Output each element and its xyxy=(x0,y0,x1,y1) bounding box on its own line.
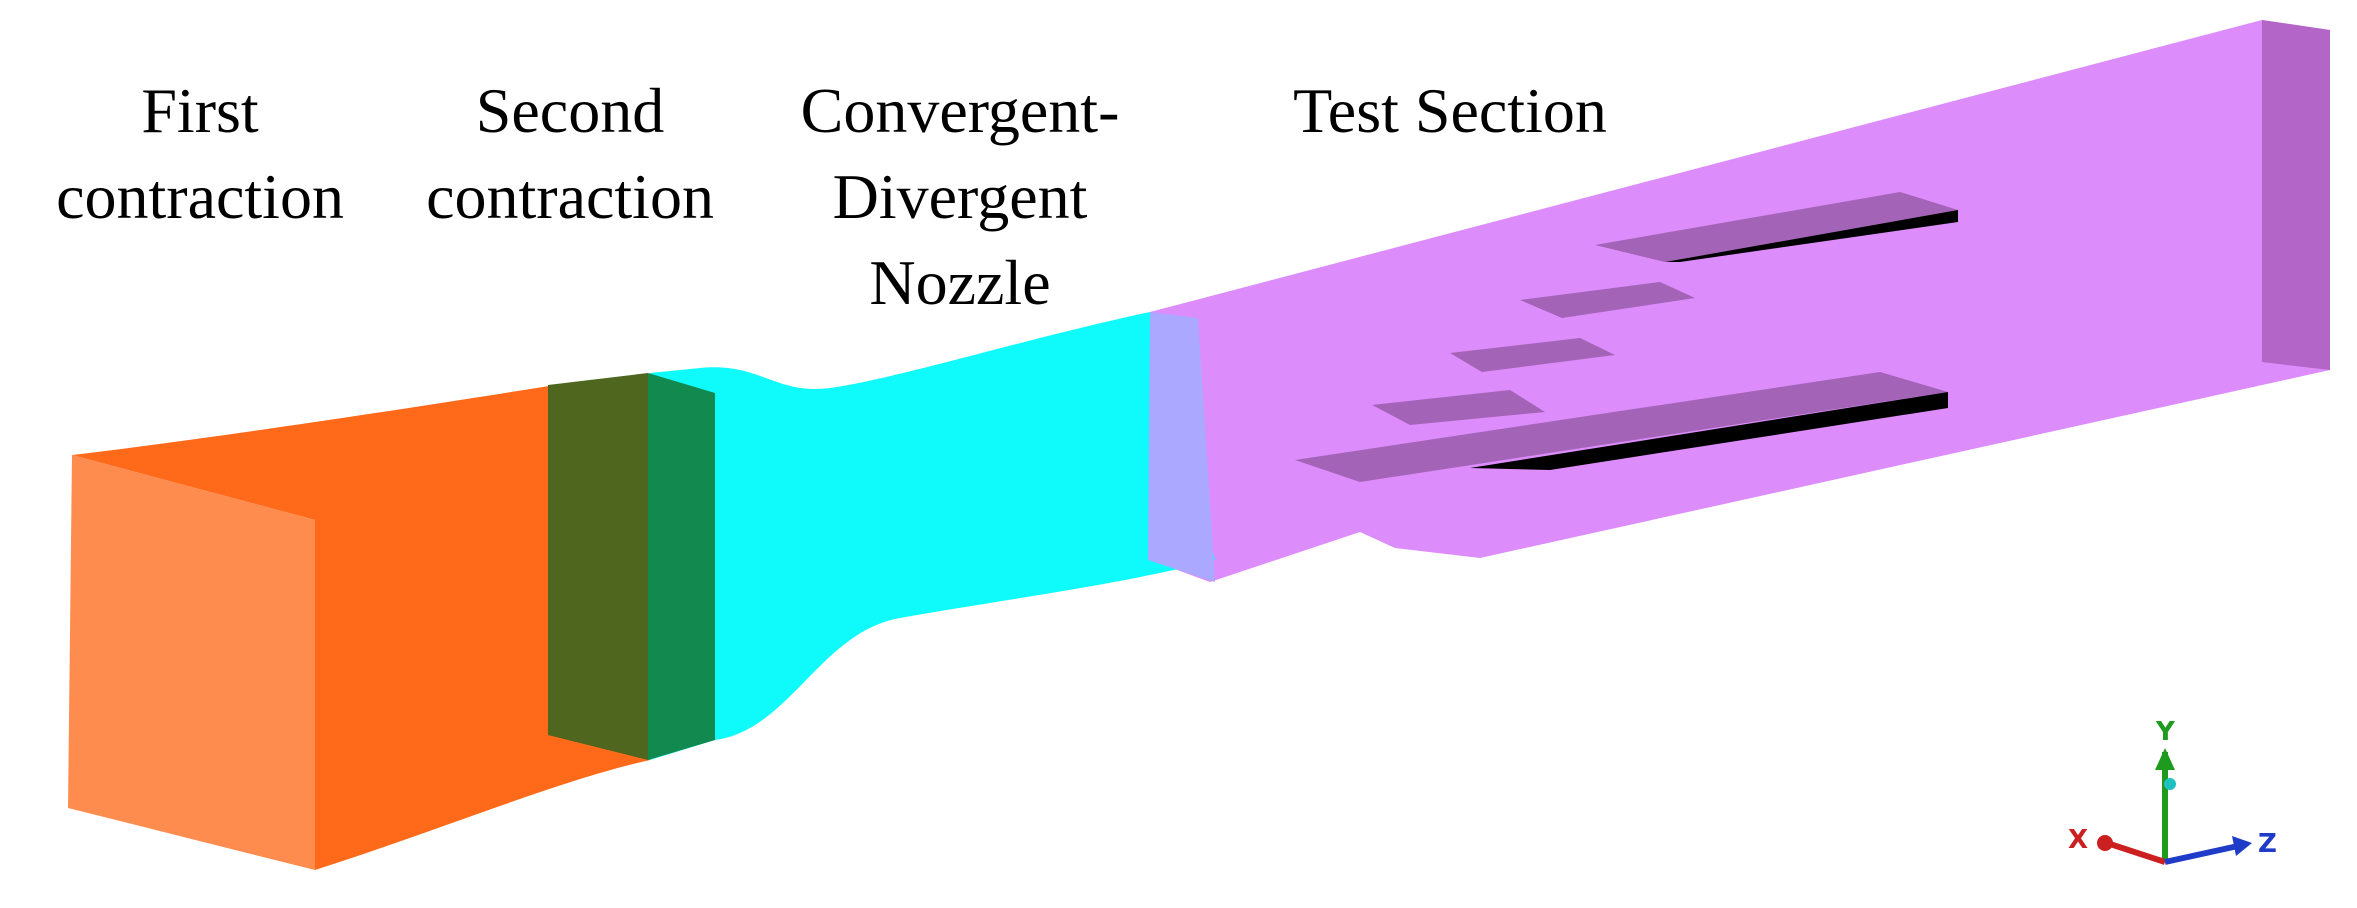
convergent-divergent-nozzle xyxy=(650,312,1215,760)
label-test-section: Test Section xyxy=(1240,68,1660,154)
airfoil-row-3 xyxy=(1450,338,1615,372)
axis-x-line xyxy=(2106,840,2166,865)
axis-z-label: Z xyxy=(2258,829,2277,859)
axis-y-marker xyxy=(2164,778,2176,790)
first-contraction-side xyxy=(72,385,650,870)
axis-y-label: Y xyxy=(2155,717,2176,747)
label-second-contraction: Second contraction xyxy=(390,68,750,240)
label-second-contraction-line-2: contraction xyxy=(426,161,714,232)
label-test-section-line-1: Test Section xyxy=(1293,75,1607,146)
second-contraction-green-segment xyxy=(648,373,715,760)
test-section-end-face xyxy=(2262,20,2330,370)
label-second-contraction-line-1: Second xyxy=(475,75,665,146)
airfoil-bottom-row xyxy=(1295,372,1948,482)
label-nozzle-line-3: Nozzle xyxy=(869,247,1051,318)
axis-x-label: X xyxy=(2068,825,2088,855)
first-contraction-front-face xyxy=(68,455,315,870)
label-nozzle-line-1: Convergent- xyxy=(800,75,1120,146)
label-first-contraction: First contraction xyxy=(20,68,380,240)
airfoil-top-row-shadow xyxy=(1665,210,1958,262)
airfoil-bottom-row-shadow xyxy=(1470,392,1948,470)
axis-x-marker xyxy=(2097,835,2113,851)
label-nozzle-line-2: Divergent xyxy=(832,161,1088,232)
airfoil-top-row xyxy=(1595,192,1958,262)
label-first-contraction-line-1: First xyxy=(141,75,259,146)
axis-triad: Y X Z xyxy=(2068,717,2277,865)
airfoil-row-2 xyxy=(1520,282,1695,318)
nozzle-test-section-interface xyxy=(1148,312,1215,582)
axis-z-arrowhead xyxy=(2232,836,2252,856)
airfoil-row-4 xyxy=(1372,390,1545,425)
axis-z-line xyxy=(2164,843,2239,865)
label-first-contraction-line-2: contraction xyxy=(56,161,344,232)
second-contraction-dark-segment xyxy=(548,373,648,760)
axis-y-arrowhead xyxy=(2155,748,2175,770)
label-convergent-divergent-nozzle: Convergent- Divergent Nozzle xyxy=(770,68,1150,326)
